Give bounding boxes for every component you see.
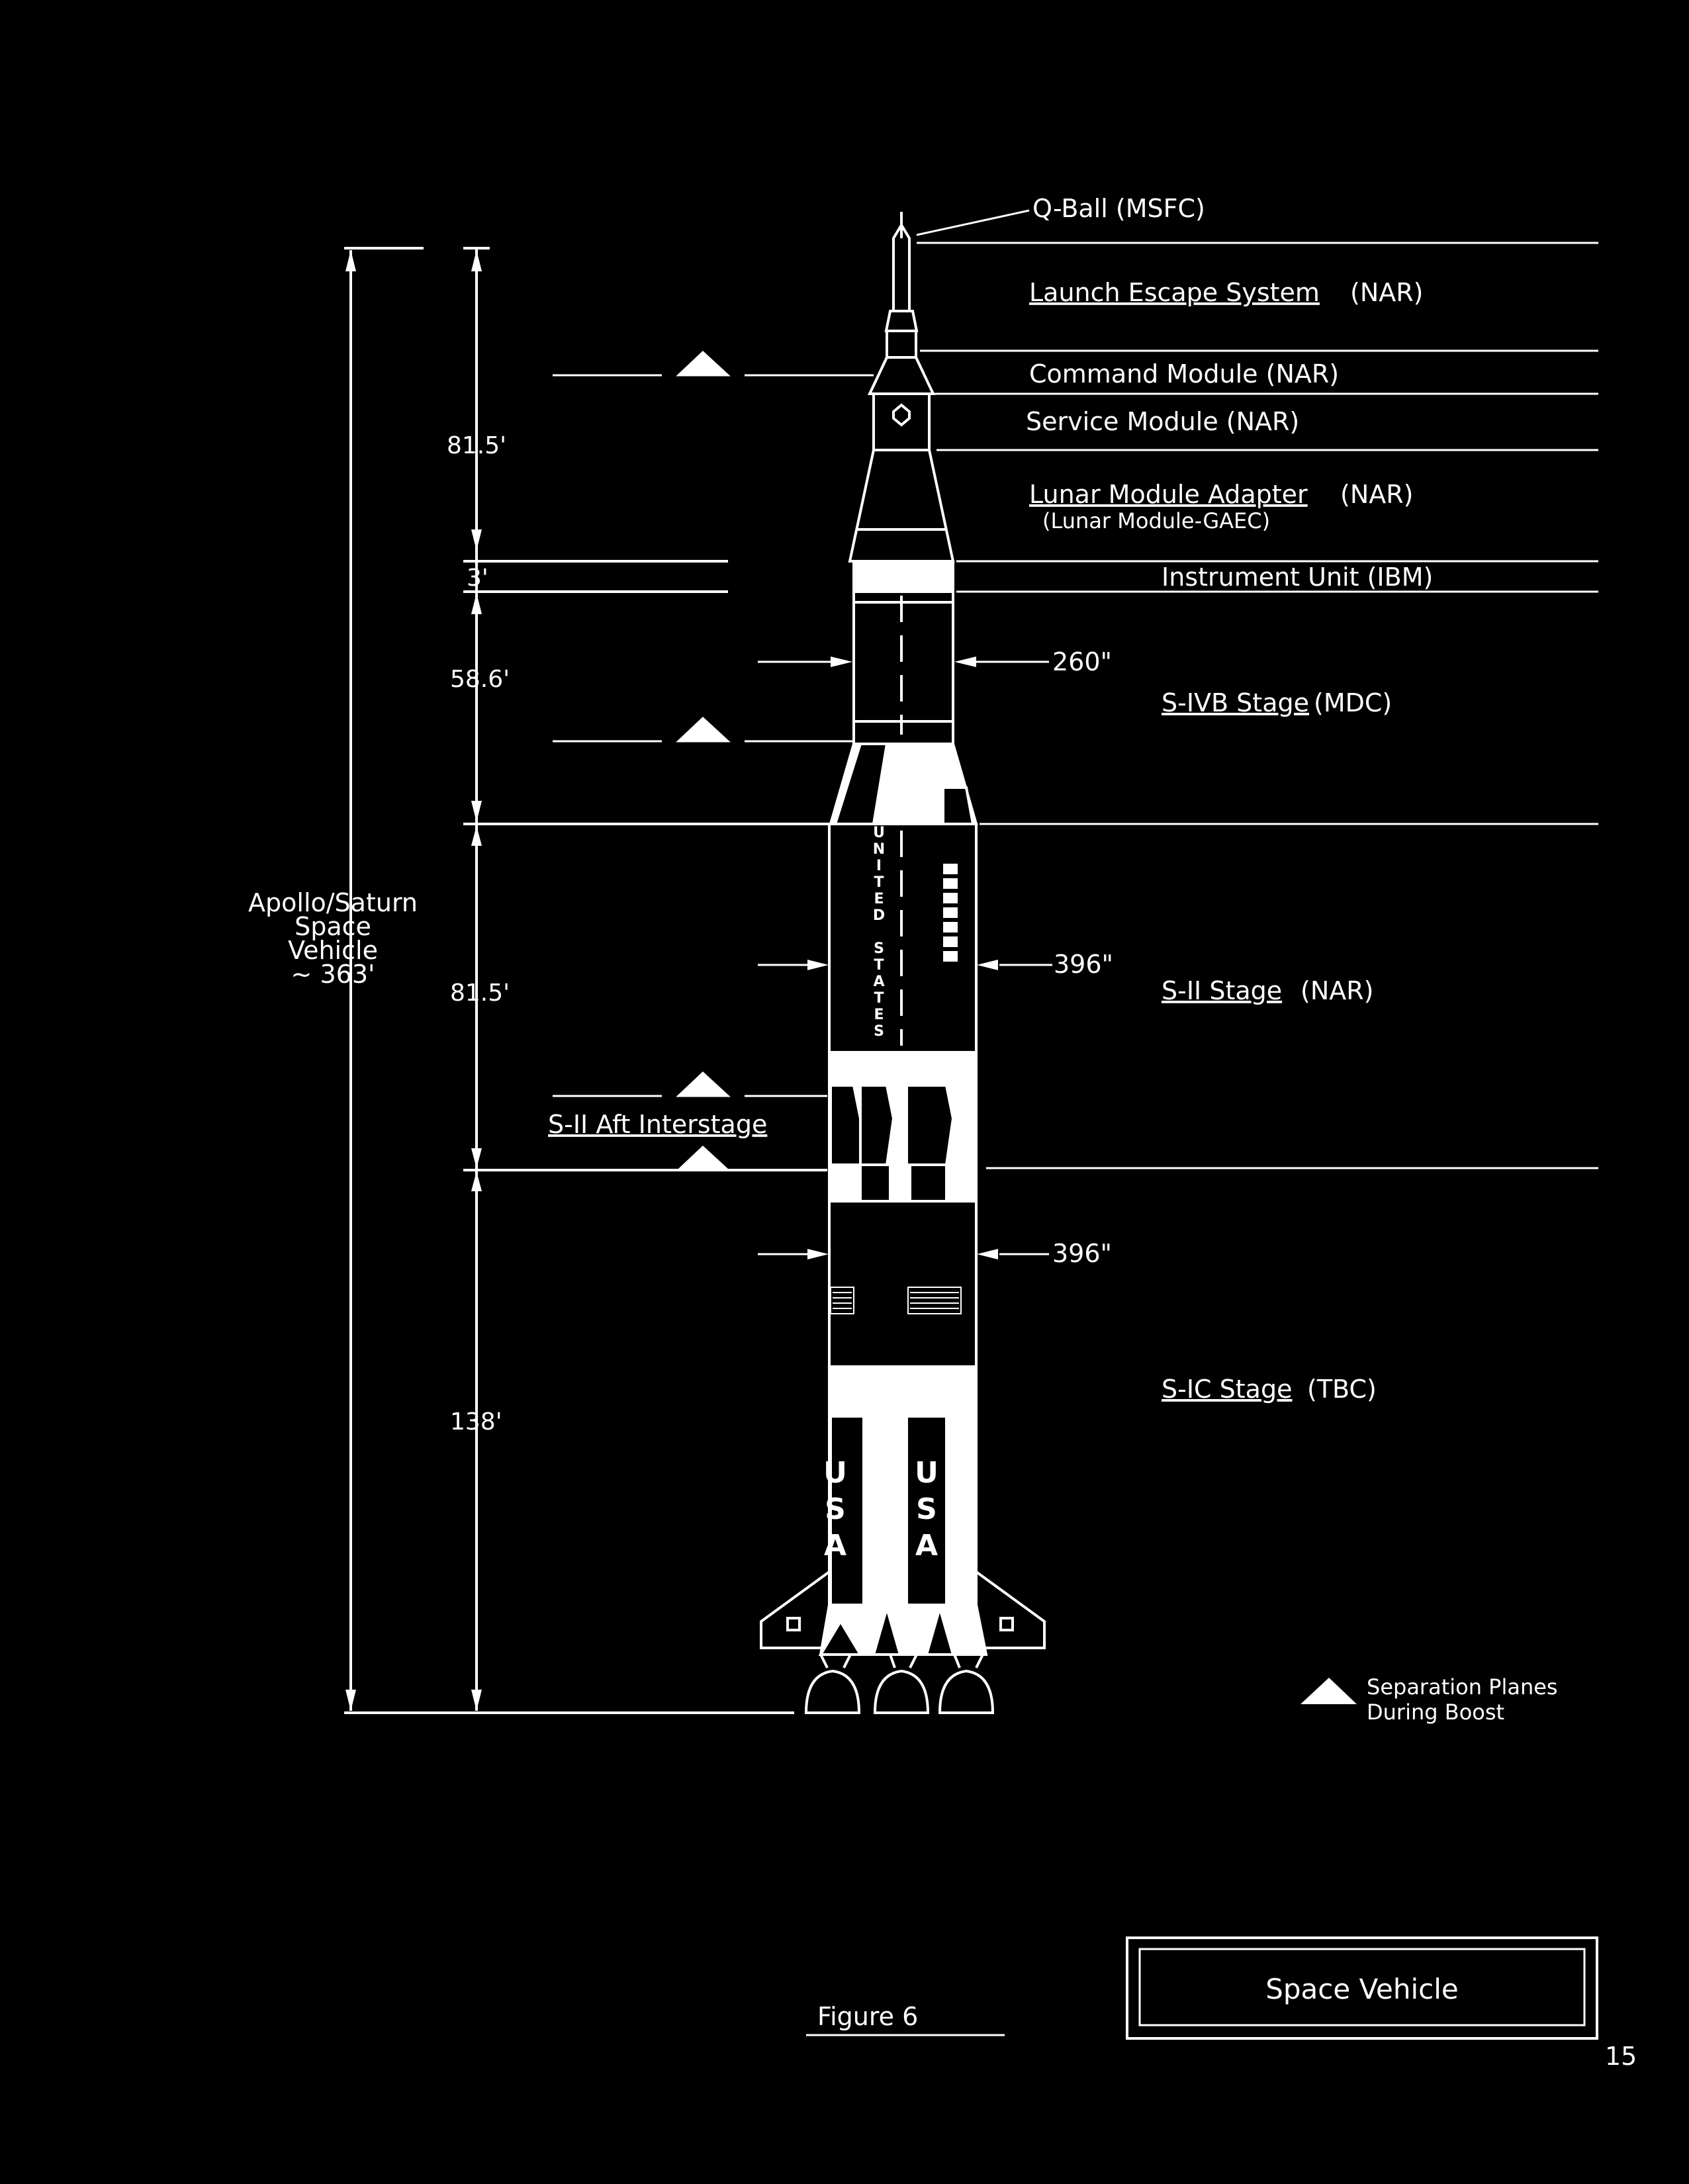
usa-letter: A [824, 1529, 846, 1563]
marking-letter: D [873, 907, 885, 924]
overall-line2: Space [295, 912, 371, 941]
marking-letter: E [874, 891, 884, 907]
overall-dimension-line [344, 247, 794, 1714]
marking-letter: E [874, 1007, 884, 1023]
title-box-text: Space Vehicle [1265, 1973, 1459, 2005]
marking-letter: T [874, 990, 884, 1007]
label-interstage: S-II Aft Interstage [548, 1110, 767, 1139]
usa-letter: U [823, 1456, 847, 1490]
reference-lines [917, 242, 1598, 1169]
figure-label-text: Figure 6 [817, 2002, 918, 2031]
stage-dimension-line [463, 247, 834, 1714]
marking-letter: S [874, 1023, 884, 1040]
diameter-arrows [758, 657, 1052, 1259]
marking-letter: I [876, 858, 882, 874]
label-cm: Command Module (NAR) [1029, 359, 1339, 388]
saturn-v-rocket [760, 212, 1046, 1714]
sii-roll-pattern [943, 864, 958, 962]
overall-line1: Apollo/Saturn [248, 888, 418, 917]
label-sii-org: (NAR) [1301, 976, 1373, 1005]
label-qball: Q-Ball (MSFC) [1032, 194, 1205, 223]
label-sivb: S-IVB Stage [1162, 688, 1309, 717]
usa-marking: U S A U S A [823, 1456, 938, 1563]
label-sm: Service Module (NAR) [1026, 407, 1299, 436]
overall-line3: Vehicle [288, 936, 378, 965]
label-iu: Instrument Unit (IBM) [1162, 563, 1433, 592]
dim-sic: 138' [450, 1408, 502, 1435]
dim-sii: 81.5' [450, 979, 510, 1007]
marking-letter: T [874, 957, 884, 974]
label-sivb-org: (MDC) [1314, 688, 1392, 717]
label-lma: Lunar Module Adapter [1029, 480, 1308, 509]
label-les: Launch Escape System [1029, 278, 1320, 307]
dim-iu: 3' [467, 565, 488, 592]
marking-letter: N [873, 841, 885, 858]
overall-label: Apollo/Saturn Space Vehicle ~ 363' [248, 888, 418, 989]
figure-label: Figure 6 [806, 2002, 1005, 2036]
usa-letter: A [915, 1529, 938, 1563]
overall-line4: ~ 363' [291, 960, 375, 989]
legend: Separation Planes During Boost [1301, 1674, 1558, 1725]
page-number: 15 [1605, 2042, 1637, 2071]
label-sic: S-IC Stage [1162, 1375, 1292, 1404]
united-states-marking: U N I T E D S T A T E S [873, 825, 885, 1040]
label-lma-sub: (Lunar Module-GAEC) [1042, 508, 1270, 533]
usa-letter: U [915, 1456, 938, 1490]
usa-letter: S [825, 1492, 846, 1526]
label-les-org: (NAR) [1350, 278, 1423, 307]
marking-letter: S [874, 940, 884, 957]
label-sic-org: (TBC) [1307, 1375, 1377, 1404]
dim-top: 81.5' [447, 432, 506, 459]
separation-plane-icon [1301, 1678, 1357, 1704]
label-lma-org: (NAR) [1340, 480, 1413, 509]
legend-line2: During Boost [1367, 1700, 1504, 1725]
usa-letter: S [916, 1492, 937, 1526]
marking-letter: T [874, 874, 884, 891]
title-box: Space Vehicle [1126, 1936, 1598, 2040]
label-diameter-sii: 396" [1054, 950, 1113, 979]
marking-letter: A [873, 974, 884, 990]
separation-plane-markers [553, 350, 874, 1171]
dim-sivb: 58.6' [450, 666, 510, 693]
label-diameter-sivb: 260" [1052, 647, 1112, 676]
qball-leader-line [916, 209, 1030, 236]
label-sii: S-II Stage [1162, 976, 1282, 1005]
marking-letter: U [873, 825, 885, 841]
label-diameter-sic: 396" [1052, 1239, 1112, 1268]
legend-line1: Separation Planes [1367, 1674, 1558, 1700]
